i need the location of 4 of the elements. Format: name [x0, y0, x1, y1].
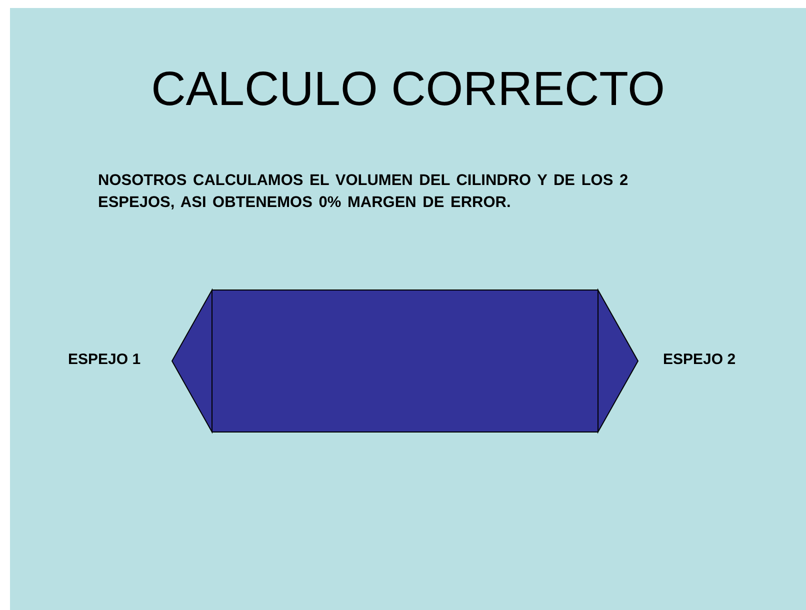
slide-title: CALCULO CORRECTO: [150, 62, 666, 117]
part-label: ESPEJO 1: [68, 351, 141, 368]
body-text: NOSOTROS CALCULAMOS EL VOLUMEN DEL CILINDRO Y DE LOS 2 ESPEJOS, ASI OBTENEMOS 0% MARGEN DE ERROR.: [98, 171, 630, 213]
part-label: ESPEJO 2: [663, 351, 736, 368]
